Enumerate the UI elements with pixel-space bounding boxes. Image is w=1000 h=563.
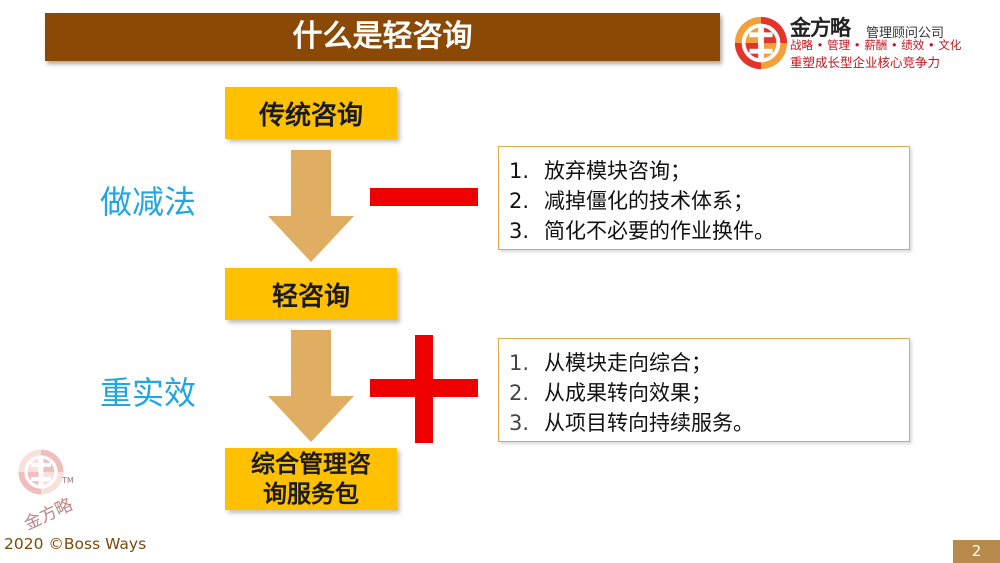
down-arrow-icon [268, 150, 354, 262]
down-arrow-icon [268, 330, 354, 442]
brand-firm-name: 管理顾问公司 [866, 26, 945, 41]
flow-box-traditional-consulting: 传统咨询 [225, 87, 397, 139]
list-item: 1. 放弃模块咨询； [509, 155, 691, 185]
list-number: 1. [509, 159, 530, 183]
label-subtraction: 做减法 [100, 183, 197, 221]
real-effect-list: 1. 从模块走向综合； 2. 从成果转向效果； 3. 从项目转向持续服务。 [498, 338, 910, 442]
list-text: 从项目转向持续服务。 [544, 411, 754, 435]
watermark-logo-icon [18, 449, 64, 495]
plus-sign-icon [415, 335, 433, 443]
watermark-script-name: 金方略 [21, 494, 76, 535]
company-logo-icon [734, 16, 788, 70]
minus-sign-icon [370, 188, 478, 206]
title-bar [45, 13, 720, 61]
brand-script-name: 金方略 [790, 15, 851, 40]
list-text: 减掉僵化的技术体系； [544, 189, 754, 213]
list-number: 3. [509, 411, 530, 435]
label-real-effect: 重实效 [100, 374, 197, 412]
list-item: 2. 从成果转向效果； [509, 377, 712, 407]
list-text: 简化不必要的作业换件。 [544, 219, 775, 243]
list-text: 从成果转向效果； [544, 381, 712, 405]
brand-slogan: 重塑成长型企业核心竞争力 [790, 55, 941, 70]
brand-tagline: 战略 • 管理 • 薪酬 • 绩效 • 文化 [790, 38, 962, 52]
list-item: 3. 从项目转向持续服务。 [509, 407, 754, 437]
list-item: 2. 减掉僵化的技术体系； [509, 185, 754, 215]
list-item: 3. 简化不必要的作业换件。 [509, 215, 775, 245]
copyright-text: 2020 ©Boss Ways [4, 535, 147, 553]
list-number: 2. [509, 189, 530, 213]
subtraction-list: 1. 放弃模块咨询； 2. 减掉僵化的技术体系； 3. 简化不必要的作业换件。 [498, 146, 910, 250]
flow-box-line: 综合管理咨 [251, 450, 371, 478]
trademark-mark: TM [62, 476, 74, 485]
list-number: 1. [509, 351, 530, 375]
flow-box-light-consulting: 轻咨询 [225, 268, 397, 320]
flow-box-line: 询服务包 [263, 480, 359, 508]
page-number: 2 [953, 540, 1000, 563]
list-text: 从模块走向综合； [544, 351, 712, 375]
list-item: 1. 从模块走向综合； [509, 347, 712, 377]
flow-box-service-package: 综合管理咨 询服务包 [225, 448, 397, 510]
list-number: 2. [509, 381, 530, 405]
list-text: 放弃模块咨询； [544, 159, 691, 183]
list-number: 3. [509, 219, 530, 243]
slide-title: 什么是轻咨询 [292, 19, 473, 54]
